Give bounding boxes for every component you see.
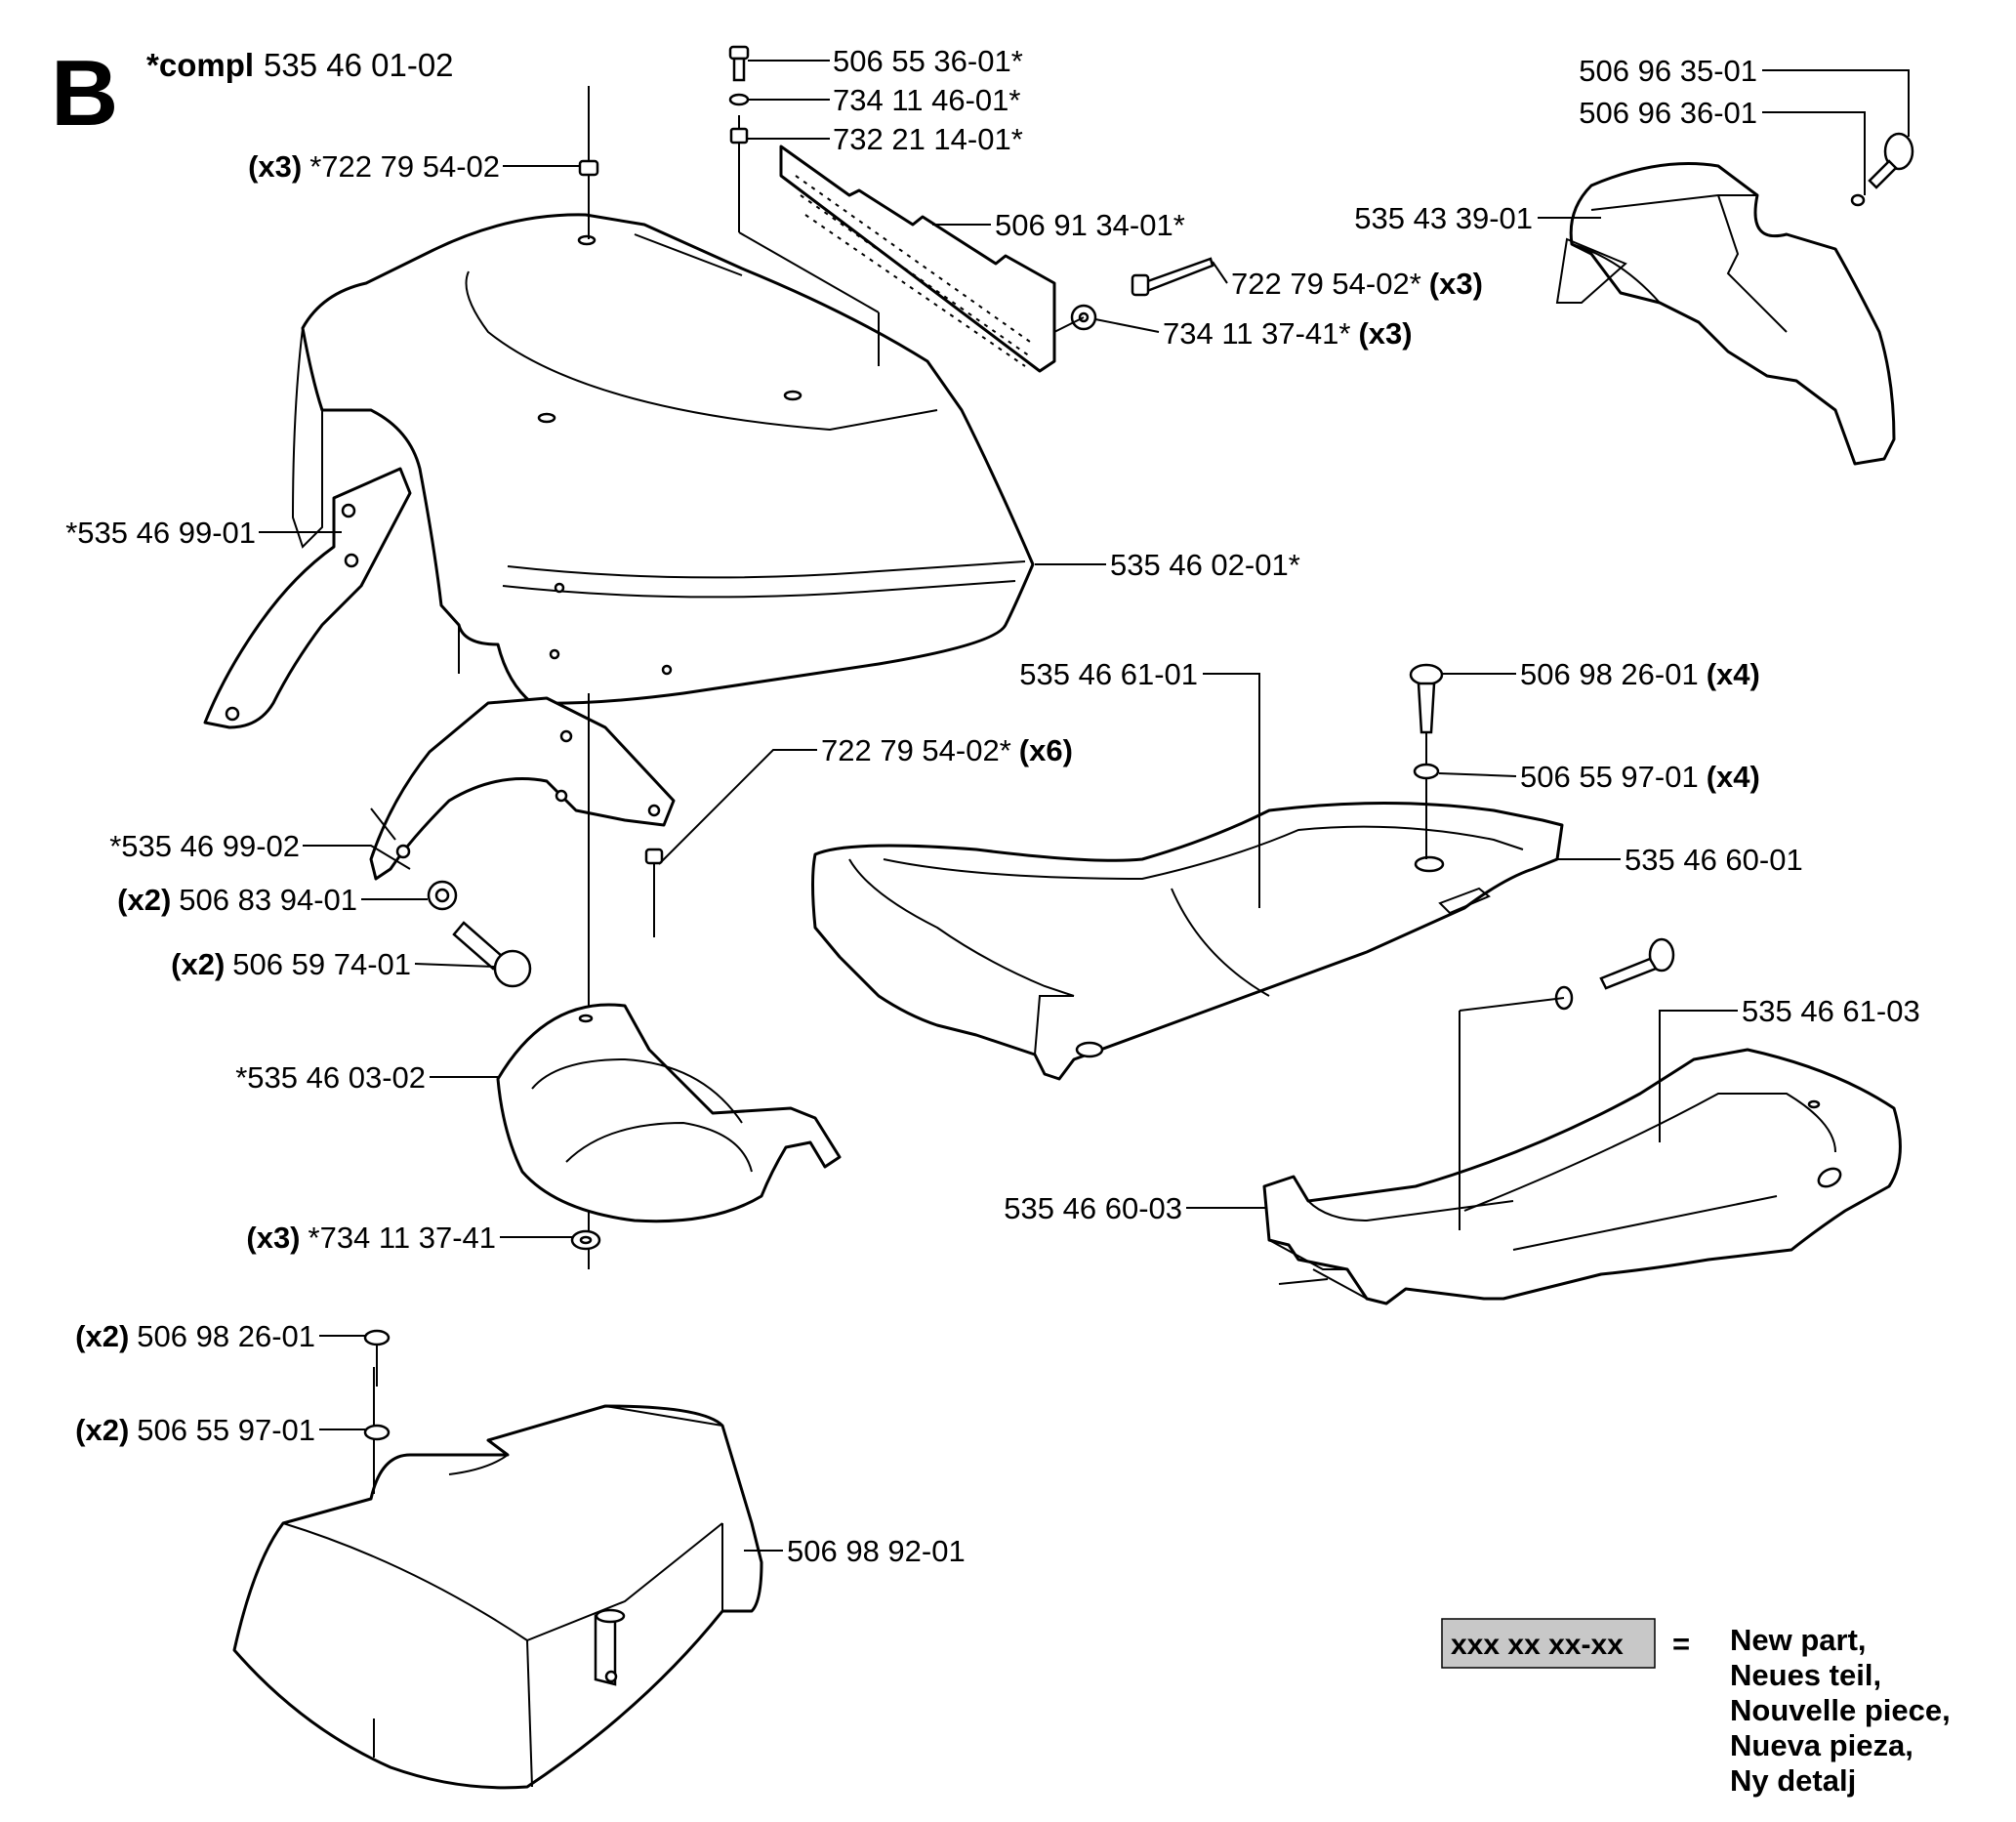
label-bracket-right: *535 46 99-02 xyxy=(109,829,300,863)
compl-prefix: *compl xyxy=(146,47,254,83)
hood-rivet-hw[interactable] xyxy=(578,86,599,186)
label-grille: 506 91 34-01* xyxy=(995,208,1185,242)
bracket-right-part[interactable] xyxy=(369,696,676,881)
label-cover-screw: (x2)506 98 26-01 xyxy=(75,1319,315,1353)
legend: xxx xx xx-xx = New part, Neues teil, Nou… xyxy=(1441,1618,1951,1798)
label-tray-washer: (x3)*734 11 37-41 xyxy=(246,1221,496,1255)
label-seat-frame: 535 46 60-01 xyxy=(1625,843,1803,877)
label-top-washer: 734 11 46-01* xyxy=(833,83,1020,117)
legend-line-3: Nouvelle piece, xyxy=(1730,1693,1951,1727)
label-guard-screw-a: 506 96 35-01 xyxy=(1579,54,1757,88)
cover-screw-hw[interactable] xyxy=(363,1329,391,1387)
label-hood: 535 46 02-01* xyxy=(1110,548,1300,582)
legend-line-2: Neues teil, xyxy=(1730,1658,1881,1692)
leader-lines xyxy=(259,60,1910,1552)
legend-equals: = xyxy=(1672,1627,1690,1661)
grille-rivet-hw[interactable] xyxy=(1131,257,1214,297)
legend-code: xxx xx xx-xx xyxy=(1451,1629,1624,1661)
bracket-rivet-hw[interactable] xyxy=(644,848,664,937)
compl-assembly-label: *compl 535 46 01-02 xyxy=(146,47,454,83)
battery-cover-part[interactable] xyxy=(232,1404,763,1790)
label-top-screw: 506 55 36-01* xyxy=(833,44,1023,78)
legend-highlight-box xyxy=(1441,1618,1656,1669)
label-seat-pan: 535 46 61-01 xyxy=(1019,657,1198,691)
lower-frame-screw-hw[interactable] xyxy=(1554,937,1675,1011)
label-side-guard: 535 43 39-01 xyxy=(1354,201,1533,235)
cover-washer-hw[interactable] xyxy=(363,1424,391,1441)
label-tray: *535 46 03-02 xyxy=(235,1060,426,1095)
bracket-washer-hw[interactable] xyxy=(427,880,458,911)
seat-pan-part[interactable] xyxy=(811,802,1564,1081)
tray-washer-hw[interactable] xyxy=(570,1229,601,1251)
label-seat-washer: 506 55 97-01(x4) xyxy=(1520,760,1760,794)
top-nut-hw[interactable] xyxy=(729,127,749,145)
label-bracket-left: *535 46 99-01 xyxy=(65,516,256,550)
lower-frame-part[interactable] xyxy=(1262,1048,1902,1305)
label-seat-screw: 506 98 26-01(x4) xyxy=(1520,657,1760,691)
label-lower-frame-2: 535 46 60-03 xyxy=(1004,1191,1182,1225)
bracket-bolt-hw[interactable] xyxy=(452,921,532,988)
label-guard-screw-b: 506 96 36-01 xyxy=(1579,96,1757,130)
compl-number: 535 46 01-02 xyxy=(264,47,454,83)
label-hood-rivet: (x3)*722 79 54-02 xyxy=(248,149,500,184)
guard-screw-a-hw[interactable] xyxy=(1868,132,1914,189)
top-washer-hw[interactable] xyxy=(728,93,750,106)
guard-screw-b-hw[interactable] xyxy=(1850,193,1866,207)
label-top-nut: 732 21 14-01* xyxy=(833,122,1023,156)
bracket-left-part[interactable] xyxy=(203,467,412,729)
hood-part[interactable] xyxy=(291,213,1035,705)
legend-line-5: Ny detalj xyxy=(1730,1763,1856,1798)
tray-part[interactable] xyxy=(496,1003,842,1223)
side-guard-part[interactable] xyxy=(1555,162,1896,466)
seat-washer-hw[interactable] xyxy=(1413,763,1440,780)
top-screw-hw[interactable] xyxy=(728,45,750,82)
legend-line-4: Nueva pieza, xyxy=(1730,1728,1913,1762)
label-grille-washer: 734 11 37-41*(x3) xyxy=(1163,316,1413,351)
label-bracket-bolt: (x2)506 59 74-01 xyxy=(171,947,411,981)
section-letter: B xyxy=(51,41,118,145)
label-lower-pan-2: 535 46 61-03 xyxy=(1742,994,1920,1028)
label-battery-cover: 506 98 92-01 xyxy=(787,1534,966,1568)
label-bracket-washer: (x2)506 83 94-01 xyxy=(117,883,357,917)
label-bracket-rivet: 722 79 54-02*(x6) xyxy=(821,733,1073,767)
legend-line-1: New part, xyxy=(1730,1623,1867,1657)
label-grille-rivet: 722 79 54-02*(x3) xyxy=(1231,267,1483,301)
label-cover-washer: (x2)506 55 97-01 xyxy=(75,1413,315,1447)
grille-part[interactable] xyxy=(779,145,1056,373)
